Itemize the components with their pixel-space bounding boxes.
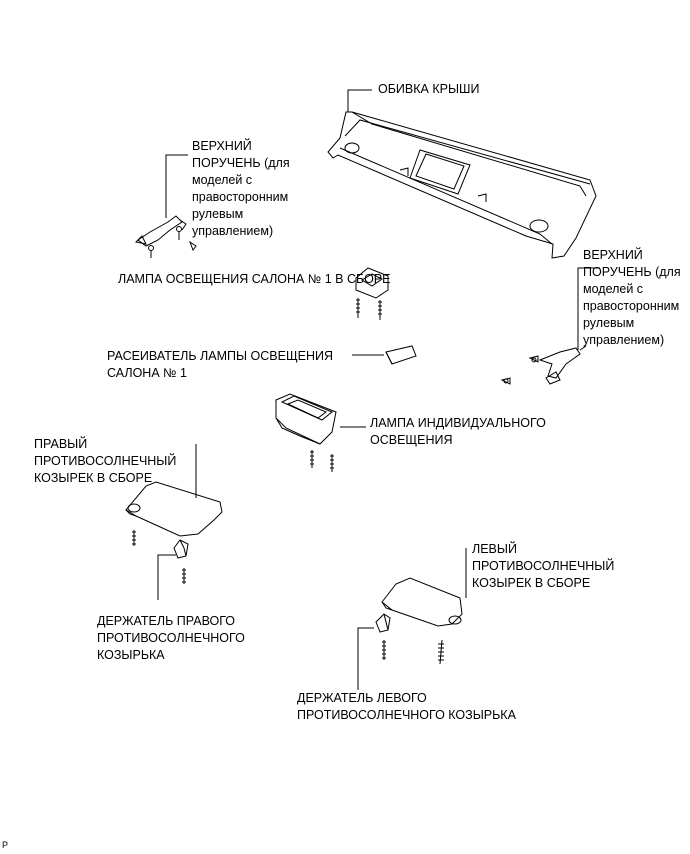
room-lamp-lens-drawing [385,345,417,365]
room-lamp-assy-drawing [355,267,389,320]
label-right-visor: ПРАВЫЙ ПРОТИВОСОЛНЕЧНЫЙ КОЗЫРЕК В СБОРЕ [34,437,177,485]
roof-lining-drawing [327,111,597,259]
label-left-visor-holder: ДЕРЖАТЕЛЬ ЛЕВОГО ПРОТИВОСОЛНЕЧНОГО КОЗЫР… [297,691,516,722]
upper-handle-right-drawing [500,345,587,385]
right-visor-holder-drawing [173,539,189,584]
upper-handle-right-leader [577,267,600,350]
roof-lining-leader [347,89,372,112]
left-visor-holder-leader [357,627,374,690]
label-upper-handle-right: ВЕРХНИЙ ПОРУЧЕНЬ (для моделей с правосто… [583,248,681,347]
label-upper-handle-left: ВЕРХНИЙ ПОРУЧЕНЬ (для моделей с правосто… [192,139,290,238]
upper-handle-left-drawing [134,215,197,258]
label-map-lamp: ЛАМПА ИНДИВИДУАЛЬНОГО ОСВЕЩЕНИЯ [370,416,546,447]
map-lamp-drawing [275,393,337,472]
label-room-lamp-assy: ЛАМПА ОСВЕЩЕНИЯ САЛОНА № 1 В СБОРЕ [118,272,391,286]
right-visor-drawing [125,481,223,546]
left-visor-drawing [381,577,463,665]
label-right-visor-holder: ДЕРЖАТЕЛЬ ПРАВОГО ПРОТИВОСОЛНЕЧНОГО КОЗЫ… [97,614,245,662]
corner-code: P [2,840,9,850]
upper-handle-left-leader [165,154,188,218]
label-roof-lining: ОБИВКА КРЫШИ [378,82,480,96]
left-visor-holder-drawing [375,613,391,660]
label-room-lamp-lens: РАСЕИВАТЕЛЬ ЛАМПЫ ОСВЕЩЕНИЯ САЛОНА № 1 [107,349,334,380]
right-visor-holder-leader [157,554,176,600]
label-left-visor: ЛЕВЫЙ ПРОТИВОСОЛНЕЧНЫЙ КОЗЫРЕК В СБОРЕ [472,542,615,590]
